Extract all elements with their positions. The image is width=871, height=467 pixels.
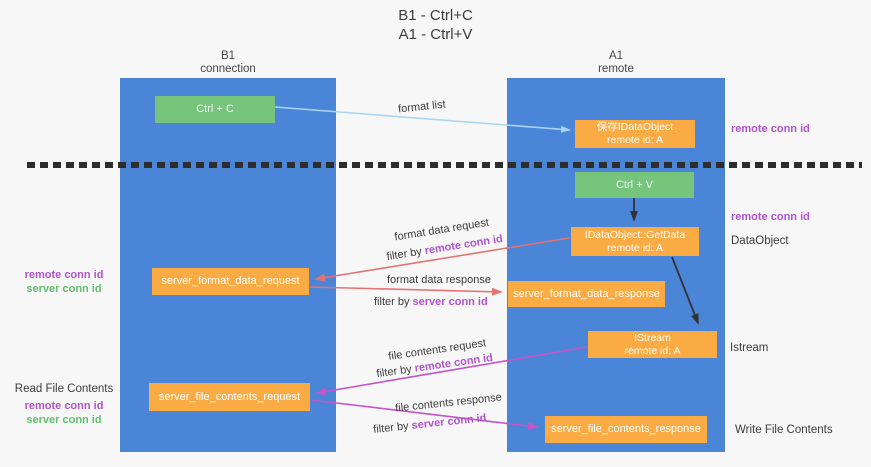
node-save-idataobject: 保存IDataObject remote id: A: [575, 120, 695, 148]
title-line-2: A1 - Ctrl+V: [398, 26, 473, 43]
lifeline-header-b1: B1 connection: [120, 50, 336, 76]
right-label-write-file-contents: Write File Contents: [735, 424, 833, 436]
left-label-remote-conn-id-1: remote conn id: [24, 269, 104, 281]
label-filter-by-server-1: filter by server conn id: [374, 296, 488, 308]
left-label-read-file-contents: Read File Contents: [14, 383, 114, 395]
label-format-data-response: format data response: [387, 274, 491, 286]
filter-by-text: filter by: [374, 296, 413, 308]
lifeline-a1-name: A1: [608, 50, 624, 62]
node-ctrl-v: Ctrl + V: [575, 172, 694, 198]
left-label-remote-conn-id-2: remote conn id: [24, 400, 104, 412]
node-ctrl-c: Ctrl + C: [155, 96, 275, 123]
node-server-file-contents-request: server_file_contents_request: [149, 383, 310, 411]
filter-by-text: filter by: [375, 362, 416, 381]
left-label-group-file: Read File Contents remote conn id server…: [10, 382, 118, 427]
filter-by-text: filter by: [385, 245, 426, 264]
node-file-request-label: server_file_contents_request: [158, 390, 301, 403]
right-label-istream: Istream: [730, 342, 769, 354]
node-server-format-data-request: server_format_data_request: [152, 268, 309, 295]
node-istream-line1: IStream: [634, 331, 671, 344]
node-server-format-data-response: server_format_data_response: [508, 281, 665, 307]
lifeline-a1-subtitle: remote: [598, 63, 634, 75]
lifeline-b1-name: B1: [220, 50, 236, 62]
right-label-dataobject: DataObject: [731, 235, 789, 247]
left-label-server-conn-id-1: server conn id: [26, 283, 102, 295]
node-format-request-label: server_format_data_request: [161, 275, 300, 287]
node-save-idataobject-line1: 保存IDataObject: [596, 121, 674, 133]
label-format-list: format list: [397, 98, 447, 116]
node-istream-line2: remote id: A: [624, 344, 681, 357]
label-file-contents-response: file contents response: [394, 391, 503, 415]
left-label-group-format: remote conn id server conn id: [10, 268, 118, 296]
arrow-format-data-response: [309, 286, 503, 296]
node-file-response-label: server_file_contents_response: [551, 423, 701, 435]
node-format-response-label: server_format_data_response: [513, 287, 660, 300]
title-line-1: B1 - Ctrl+C: [398, 7, 473, 24]
right-label-remote-conn-id-2: remote conn id: [731, 211, 810, 223]
left-label-server-conn-id-2: server conn id: [26, 414, 102, 426]
lifeline-header-a1: A1 remote: [507, 50, 725, 76]
diagram-title: B1 - Ctrl+C A1 - Ctrl+V: [0, 6, 871, 44]
node-server-file-contents-response: server_file_contents_response: [545, 416, 707, 443]
node-save-idataobject-line2: remote id: A: [606, 134, 664, 146]
node-istream: IStream remote id: A: [588, 331, 717, 358]
node-getdata-line1: IDataObject::GetData: [584, 228, 686, 241]
server-conn-id-text: server conn id: [412, 296, 488, 308]
right-label-remote-conn-id-1: remote conn id: [731, 123, 810, 135]
node-ctrl-c-label: Ctrl + C: [196, 103, 234, 115]
node-idataobject-getdata: IDataObject::GetData remote id: A: [571, 227, 699, 256]
filter-by-text: filter by: [372, 419, 413, 436]
node-getdata-line2: remote id: A: [606, 241, 664, 254]
node-ctrl-v-label: Ctrl + V: [616, 178, 653, 191]
server-conn-id-text: server conn id: [410, 412, 488, 432]
lifeline-b1-subtitle: connection: [200, 63, 256, 75]
label-filter-by-server-2: filter by server conn id: [373, 412, 487, 436]
